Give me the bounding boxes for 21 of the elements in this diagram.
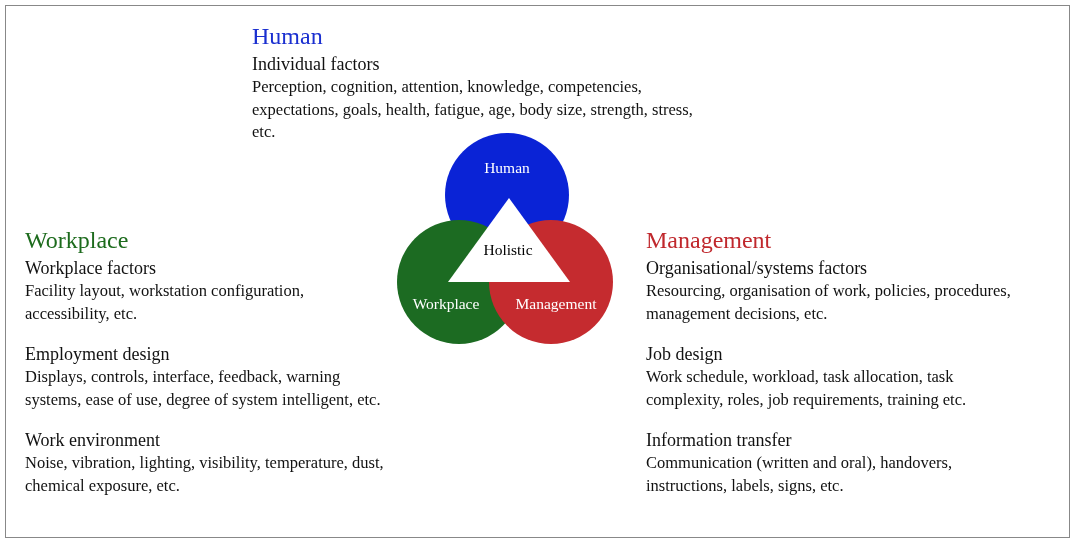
- description-text: Noise, vibration, lighting, visibility, temperature, dust, chemical exposure, etc.: [25, 452, 385, 497]
- center-label: Holistic: [483, 242, 533, 258]
- circle-label: Management: [515, 296, 597, 312]
- subheading: Work environment: [25, 429, 162, 452]
- description-text: Communication (written and oral), handovers, instructions, labels, signs, etc.: [646, 452, 954, 497]
- description-text: Facility layout, workstation configuration, accessibility, etc.: [25, 280, 306, 325]
- section-heading: Workplace: [25, 226, 130, 254]
- subheading: Organisational/systems factors: [646, 257, 869, 280]
- circle-label: Human: [484, 160, 530, 176]
- subheading: Job design: [646, 343, 724, 366]
- subheading: Information transfer: [646, 429, 793, 452]
- subheading: Individual factors: [252, 53, 381, 76]
- subheading: Workplace factors: [25, 257, 157, 280]
- section-heading: Management: [646, 226, 773, 254]
- description-text: Resourcing, organisation of work, policies, procedures, management decisions, etc.: [646, 280, 1012, 325]
- circle-label: Workplace: [412, 296, 480, 312]
- description-text: Displays, controls, interface, feedback, warning systems, ease of use, degree of system intelligent, etc.: [25, 366, 382, 411]
- description-text: Perception, cognition, attention, knowledge, competencies, expectations, goals, health, fatigue, age, body size, strength, stress, etc.: [252, 76, 694, 143]
- section-heading: Human: [252, 22, 324, 50]
- subheading: Employment design: [25, 343, 171, 366]
- description-text: Work schedule, workload, task allocation, task complexity, roles, job requirements, training etc.: [646, 366, 968, 411]
